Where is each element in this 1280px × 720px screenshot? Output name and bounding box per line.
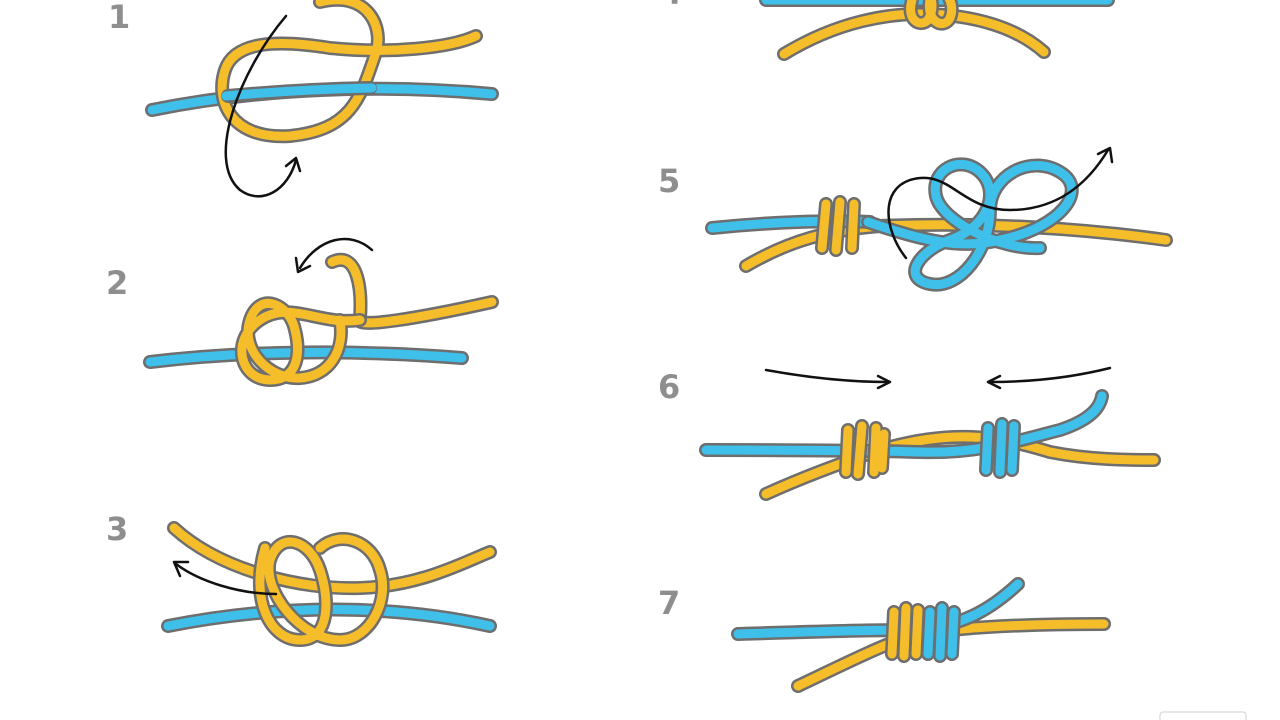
step-2-arrow-head	[294, 256, 312, 274]
step-number-1: 1	[108, 0, 130, 36]
step-7-yellow-wraps	[887, 603, 923, 661]
step-6-arrow-right-head	[876, 374, 892, 390]
step-3: 3	[106, 510, 497, 647]
step-6-yellow-knot	[841, 421, 889, 479]
step-4-yellow-line	[779, 9, 1049, 59]
step-4-knot	[906, 0, 957, 28]
corner-badge	[1159, 711, 1247, 720]
step-number-7: 7	[658, 584, 680, 622]
step-1-arrow	[224, 14, 298, 198]
step-7: 7	[658, 577, 1111, 693]
step-5-arrow-head	[1096, 146, 1114, 164]
step-3-arrow-head	[172, 560, 190, 578]
step-7-blue-wraps	[923, 603, 959, 661]
step-3-yellow-coils	[255, 534, 388, 645]
step-6-blue-line	[701, 391, 1107, 457]
step-6-yellow-line	[761, 432, 1159, 499]
step-6-arrow-left-head	[986, 374, 1002, 390]
step-2-arrow	[298, 237, 374, 270]
step-1-blue-overlap	[221, 83, 377, 101]
step-5-blue-loop	[863, 159, 1077, 290]
step-3-arrow	[174, 562, 278, 596]
step-number-2: 2	[106, 264, 128, 302]
step-5-yellow-line	[741, 220, 1171, 271]
step-6-arrow-left	[988, 366, 1112, 384]
step-5-yellow-wraps	[817, 197, 859, 255]
step-number-6: 6	[658, 368, 680, 406]
step-2-yellow-coils	[237, 298, 365, 385]
step-number-4: 4	[660, 0, 682, 12]
step-1-yellow-loop	[217, 0, 481, 141]
step-6-blue-knot	[981, 419, 1019, 477]
step-2: 2	[106, 237, 499, 387]
step-1-arrow-head	[284, 156, 302, 173]
step-4: 4	[660, 0, 1115, 61]
step-5: 5	[658, 146, 1173, 292]
step-3-blue-line	[163, 605, 495, 631]
step-5-arrow	[887, 148, 1110, 260]
step-number-5: 5	[658, 162, 680, 200]
step-6: 6	[658, 366, 1161, 501]
step-3-yellow-main	[169, 523, 495, 593]
step-2-blue-line	[145, 347, 467, 367]
step-number-3: 3	[106, 510, 128, 548]
step-1: 1	[108, 0, 499, 198]
step-6-arrow-right	[764, 368, 890, 384]
